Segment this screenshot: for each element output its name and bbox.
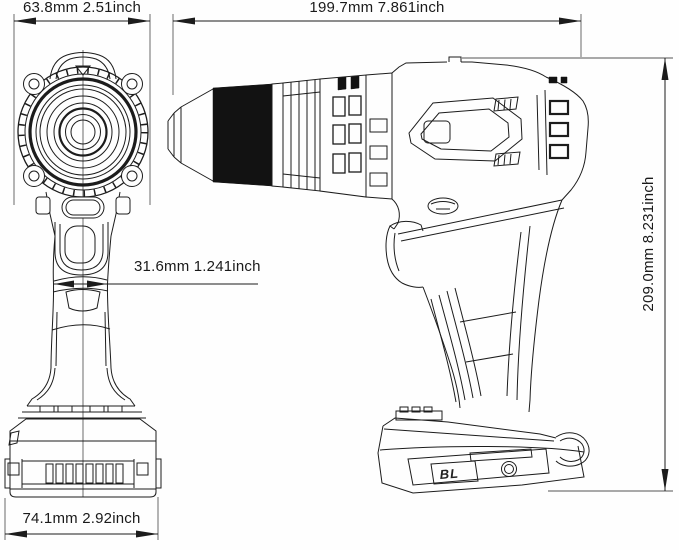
grip-width-label: 31.6mm 1.241inch	[134, 258, 261, 275]
dimension-head-width	[13, 14, 151, 205]
handle-bell-front	[18, 367, 146, 419]
battery-marking-label: BL	[439, 466, 459, 482]
front-view	[4, 50, 162, 498]
clutch-ring	[319, 74, 367, 198]
side-view: BL	[167, 56, 590, 494]
chuck-side	[167, 82, 284, 188]
forward-reverse-button	[427, 197, 459, 215]
battery-latch-right	[156, 458, 162, 489]
torque-pointer-icon	[74, 65, 92, 76]
battery-mount-foot: BL	[377, 406, 590, 494]
trigger-side	[385, 220, 424, 288]
dimension-base-width	[4, 497, 159, 540]
chuck-face	[17, 66, 149, 198]
chuck-sleeve	[212, 83, 273, 187]
motor-housing	[391, 56, 589, 242]
dimension-grip-width	[54, 280, 258, 288]
grip-side	[422, 199, 563, 413]
release-button	[501, 461, 517, 477]
screw-bosses	[23, 73, 143, 187]
dimension-overall-height	[462, 57, 673, 492]
selector-stub-left	[35, 196, 51, 215]
belt-loop	[555, 432, 590, 467]
battery-label-plate	[430, 460, 479, 485]
head-width-label: 63.8mm 2.51inch	[22, 0, 142, 16]
torque-collar	[282, 78, 321, 192]
selector-stub-right	[115, 196, 131, 215]
trigger-area-front	[35, 191, 131, 276]
gear-case	[365, 72, 393, 200]
battery-pack-front	[4, 418, 162, 498]
base-width-label: 74.1mm 2.92inch	[22, 510, 141, 527]
overall-height-label: 209.0mm 8.231inch	[640, 176, 657, 312]
overall-length-label: 199.7mm 7.861inch	[309, 0, 445, 16]
dimension-overall-length	[172, 14, 582, 95]
trigger-front	[61, 196, 105, 219]
battery-latch-left	[4, 458, 10, 489]
vent-slots	[493, 76, 570, 176]
grip-front	[50, 235, 112, 369]
top-fin	[49, 52, 117, 80]
